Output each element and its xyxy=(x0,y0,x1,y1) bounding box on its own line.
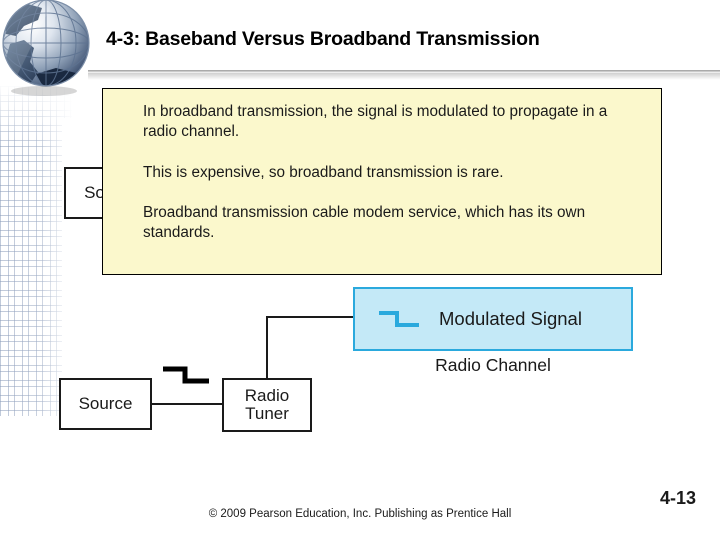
step-wave-icon-blue xyxy=(379,311,419,327)
title-divider xyxy=(88,70,720,73)
diagram-box-source-label: Source xyxy=(78,393,133,413)
slide-number: 4-13 xyxy=(659,488,696,508)
diagram-box-modulated-signal: Modulated Signal xyxy=(353,287,633,351)
footer-copyright: © 2009 Pearson Education, Inc. Publishin… xyxy=(208,508,512,520)
connector-tuner-to-channel-vertical xyxy=(266,316,268,379)
body-paragraph-1: In broadband transmission, the signal is… xyxy=(143,103,608,141)
diagram-box-source: Source xyxy=(59,378,152,430)
diagram-box-radio-tuner-label-line1: Radio xyxy=(244,385,290,405)
diagram-box-radio-tuner: Radio Tuner xyxy=(222,378,312,432)
body-paragraph-2: This is expensive, so broadband transmis… xyxy=(143,163,504,181)
content-text-panel: In broadband transmission, the signal is… xyxy=(102,88,662,275)
title-divider-shadow xyxy=(88,73,720,80)
diagram-label-radio-channel: Radio Channel xyxy=(435,355,551,375)
connector-tuner-to-channel-horizontal xyxy=(266,316,355,318)
body-paragraph-3: Broadband transmission cable modem servi… xyxy=(143,204,586,242)
diagram-box-modulated-signal-label: Modulated Signal xyxy=(439,308,582,329)
diagram-box-radio-tuner-label-line2: Tuner xyxy=(245,404,289,423)
page-title: 4-3: Baseband Versus Broadband Transmiss… xyxy=(106,28,540,50)
globe-icon xyxy=(2,0,90,96)
step-wave-icon-black xyxy=(163,366,209,384)
connector-source-to-tuner xyxy=(151,403,223,405)
